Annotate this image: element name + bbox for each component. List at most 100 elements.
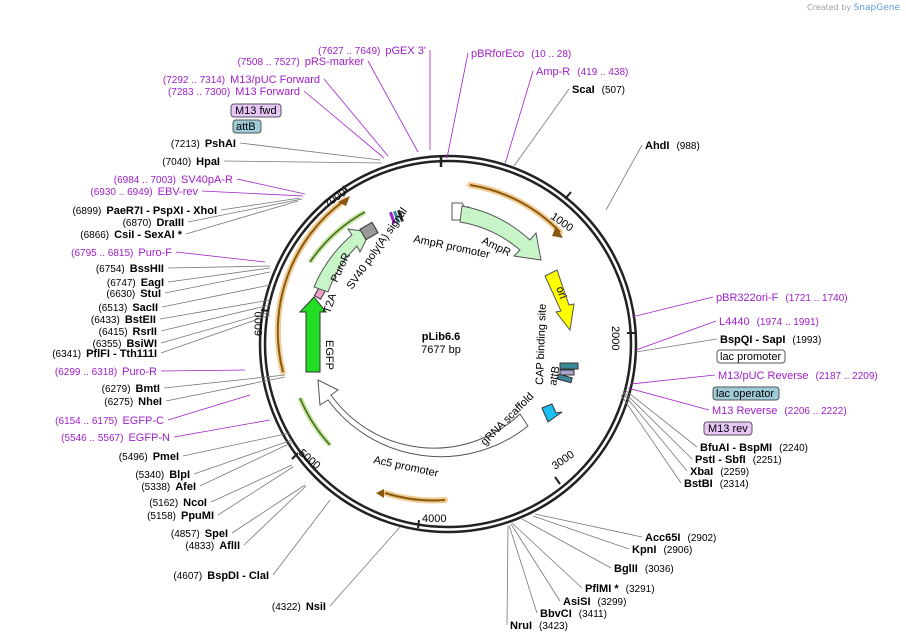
credit-prefix: Created by <box>807 3 852 12</box>
left-label-name: SV40pA-R <box>181 174 233 186</box>
left-label-name: pGEX 3' <box>385 45 426 57</box>
orf-arrowhead-lower <box>376 489 384 498</box>
left-label-name: Puro-F <box>138 247 172 259</box>
leader-line <box>185 200 299 235</box>
left-label-position: (6795 .. 6815) <box>71 248 133 259</box>
left-label-position: (6866) <box>80 230 109 241</box>
left-label-position: (6415) <box>99 327 128 338</box>
left-label-name: EGFP-C <box>122 415 164 427</box>
right-labels: pBRforEco(10 .. 28)Amp-R(419 .. 438)ScaI… <box>471 48 878 632</box>
left-label-position: (5158) <box>147 511 176 522</box>
leader-line <box>504 70 534 165</box>
orf-arrowhead-ampr <box>552 226 563 238</box>
right-label-position: (2259) <box>720 467 749 478</box>
credit-brand: SnapGene <box>853 3 900 13</box>
tick-4000-mark <box>417 519 420 529</box>
leader-line <box>175 251 266 263</box>
left-label-position: (6355) <box>93 339 122 350</box>
left-label-position: (7292 .. 7314) <box>163 75 225 86</box>
leader-line <box>161 284 271 308</box>
right-label-name: AhdI <box>645 140 669 152</box>
leader-line <box>329 526 401 607</box>
left-label-position: (5546 .. 5567) <box>61 433 123 444</box>
leader-line <box>159 299 271 320</box>
site-mark-2 <box>397 209 404 222</box>
left-labels: pGEX 3'(7627 .. 7649)pRS-marker(7508 .. … <box>52 45 426 613</box>
leader-line <box>635 338 718 353</box>
leader-line <box>367 60 419 153</box>
right-label-name: PstI - SbfI <box>695 454 746 466</box>
leader-line <box>323 78 389 157</box>
feature-label-t2a: T2A <box>321 291 339 315</box>
left-label-position: (6870) <box>123 218 152 229</box>
ac5-promoter-arrow <box>317 379 529 458</box>
tick-label-4000: 4000 <box>422 513 446 525</box>
orf-line-ampr <box>469 184 561 233</box>
right-label-position: (988) <box>676 141 699 152</box>
left-label-name: BmtI <box>136 383 160 395</box>
tick-3000-mark <box>554 476 561 485</box>
right-label-position: (2902) <box>687 533 716 544</box>
backbone-inner <box>263 159 633 529</box>
left-label-position: (7213) <box>171 139 200 150</box>
orf-line-green-bottom <box>299 397 331 446</box>
leader-line <box>508 524 538 614</box>
left-label-position: (5340) <box>135 470 164 481</box>
orf-line-green-top <box>309 211 366 263</box>
leader-line <box>231 484 306 534</box>
right-label-position: (2206 .. 2222) <box>784 406 846 417</box>
tick-label-2000: 2000 <box>609 326 621 350</box>
left-label-position: (7040) <box>162 157 191 168</box>
tick-7000-mark <box>342 185 349 193</box>
left-label-name: PmeI <box>153 451 179 463</box>
left-label-position: (6275) <box>104 397 133 408</box>
left-label-name: EGFP-N <box>128 432 170 444</box>
leader-line <box>193 439 293 475</box>
right-label-position: (2251) <box>753 455 782 466</box>
right-label-name: NruI <box>510 620 532 632</box>
left-label-name: PaeR7I - PspXI - XhoI <box>106 205 217 217</box>
backbone-outer <box>258 154 638 534</box>
tick-1000-mark <box>564 191 572 200</box>
right-label-position: (2240) <box>779 443 808 454</box>
m13fwd-box <box>230 103 282 118</box>
attb-site-box <box>559 362 579 370</box>
right-label-name: BstBI <box>684 478 713 490</box>
tick-label-3000: 3000 <box>550 449 577 473</box>
cap-site-box <box>559 369 575 376</box>
attb-box <box>232 119 262 134</box>
left-label-position: (4833) <box>185 541 214 552</box>
right-label-position: (507) <box>602 85 625 96</box>
left-label-position: (7283 .. 7300) <box>168 87 230 98</box>
leader-line <box>182 432 291 457</box>
leader-line <box>521 518 612 569</box>
left-label-position: (6341) <box>52 349 81 360</box>
left-label-position: (6930 .. 6949) <box>90 187 152 198</box>
leader-line <box>173 419 271 438</box>
left-label-position: (4857) <box>171 529 200 540</box>
left-label-position: (7508 .. 7527) <box>237 57 299 68</box>
right-label-name: M13 Reverse <box>712 405 777 417</box>
right-label-position: (3299) <box>598 597 627 608</box>
left-label-name: M13/pUC Forward <box>230 74 320 86</box>
leader-line <box>446 52 469 159</box>
leader-line <box>620 394 682 484</box>
leader-line <box>220 197 301 211</box>
leader-line <box>624 389 698 448</box>
right-label-name: Amp-R <box>536 66 570 78</box>
right-label-position: (1993) <box>792 335 821 346</box>
left-label-name: CsiI - SexAI * <box>114 229 183 241</box>
leader-line <box>210 464 293 503</box>
left-label-name: EBV-rev <box>158 186 199 198</box>
right-label-position: (3411) <box>579 609 607 620</box>
right-label-name: ScaI <box>572 84 595 96</box>
m13fwd-box-label: M13 fwd <box>235 105 277 117</box>
leader-line <box>167 267 271 283</box>
left-label-name: EagI <box>141 277 164 289</box>
leader-line <box>167 394 251 421</box>
leader-line <box>627 387 710 411</box>
left-label-name: BspDI - ClaI <box>207 570 269 582</box>
leader-line <box>199 441 294 487</box>
